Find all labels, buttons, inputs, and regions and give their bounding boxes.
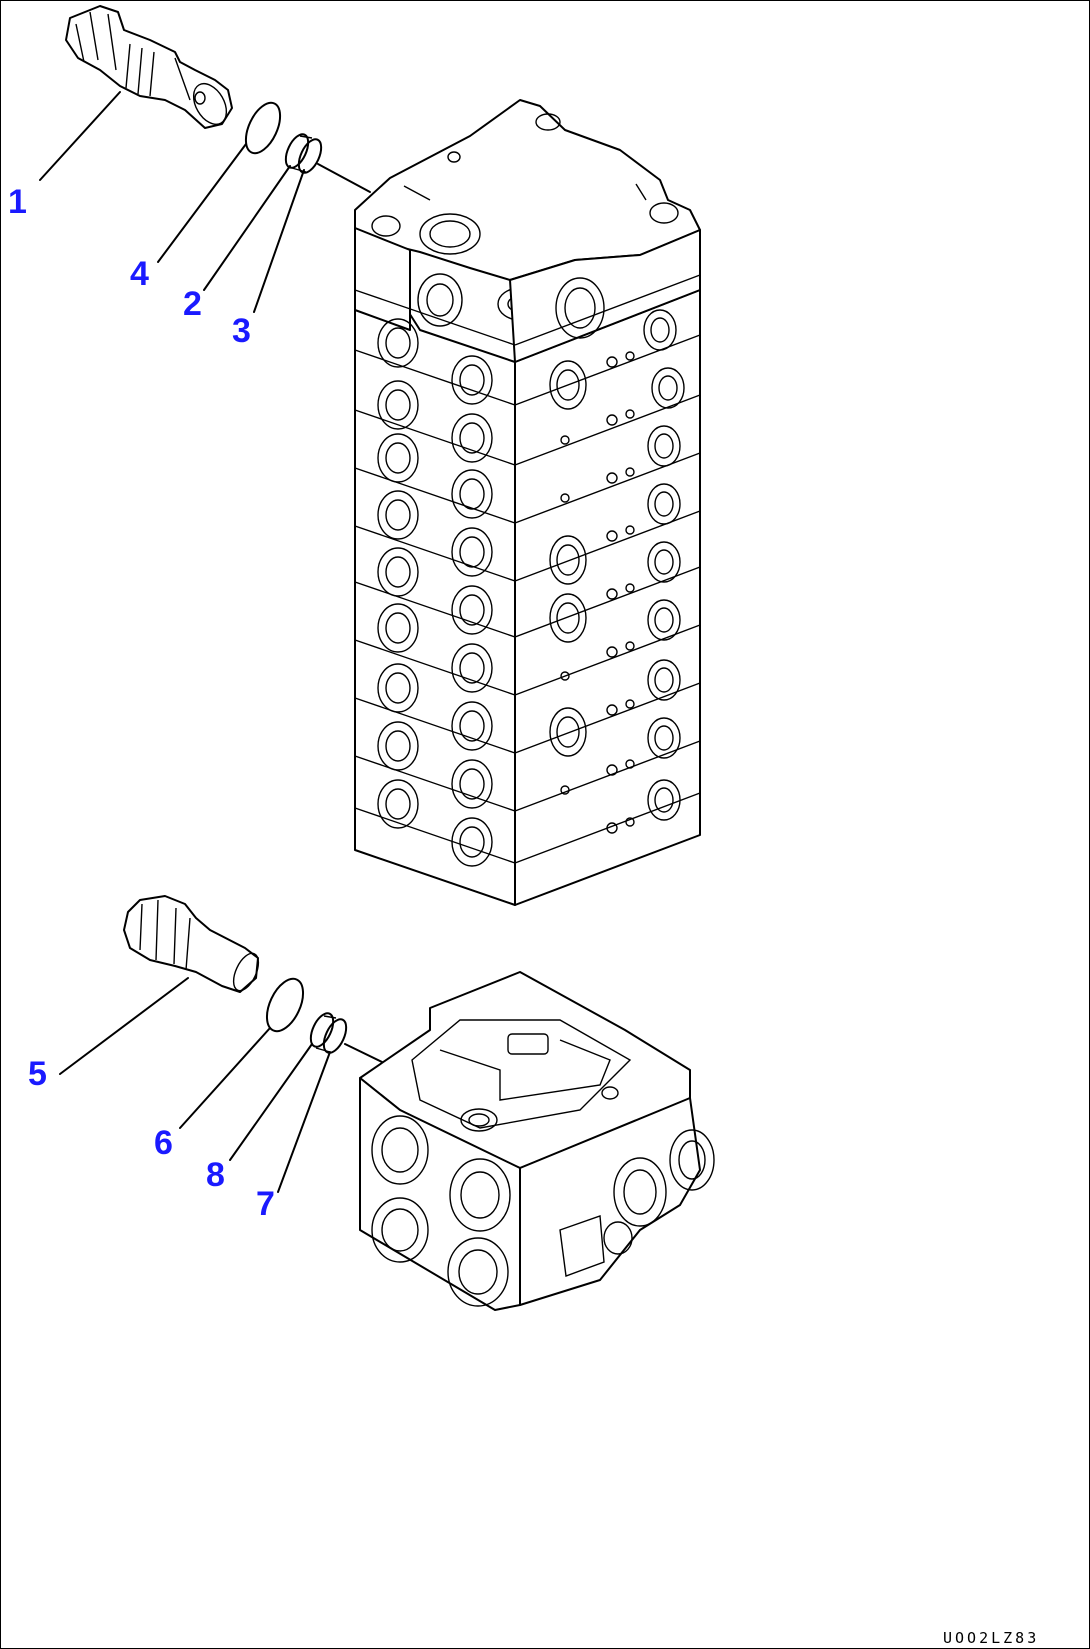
upper-backup-ring (291, 135, 323, 174)
callout-7: 7 (256, 1185, 275, 1223)
callout-4: 4 (130, 255, 149, 293)
lower-o-ring-small (309, 1012, 335, 1048)
lower-assembly-line (344, 1043, 383, 1063)
upper-valve-plug (65, 5, 233, 129)
lower-backup-ring (315, 1015, 348, 1054)
drawing-code: UOO2LZ83 (943, 1629, 1039, 1647)
callout-2: 2 (183, 285, 202, 323)
stack-right-ports (549, 277, 685, 834)
lower-valve-plug (123, 895, 260, 993)
valve-end-section (359, 971, 715, 1311)
callout-8: 8 (206, 1156, 225, 1194)
control-valve-stack (354, 99, 701, 906)
upper-o-ring-large (244, 101, 282, 155)
leader-lines (39, 91, 331, 1193)
callout-5: 5 (28, 1055, 47, 1093)
callout-6: 6 (154, 1124, 173, 1162)
callout-3: 3 (232, 312, 251, 350)
upper-assembly-line (317, 163, 371, 193)
callout-1: 1 (8, 183, 27, 221)
stack-left-ports (377, 273, 493, 867)
lower-o-ring-large (265, 977, 305, 1033)
